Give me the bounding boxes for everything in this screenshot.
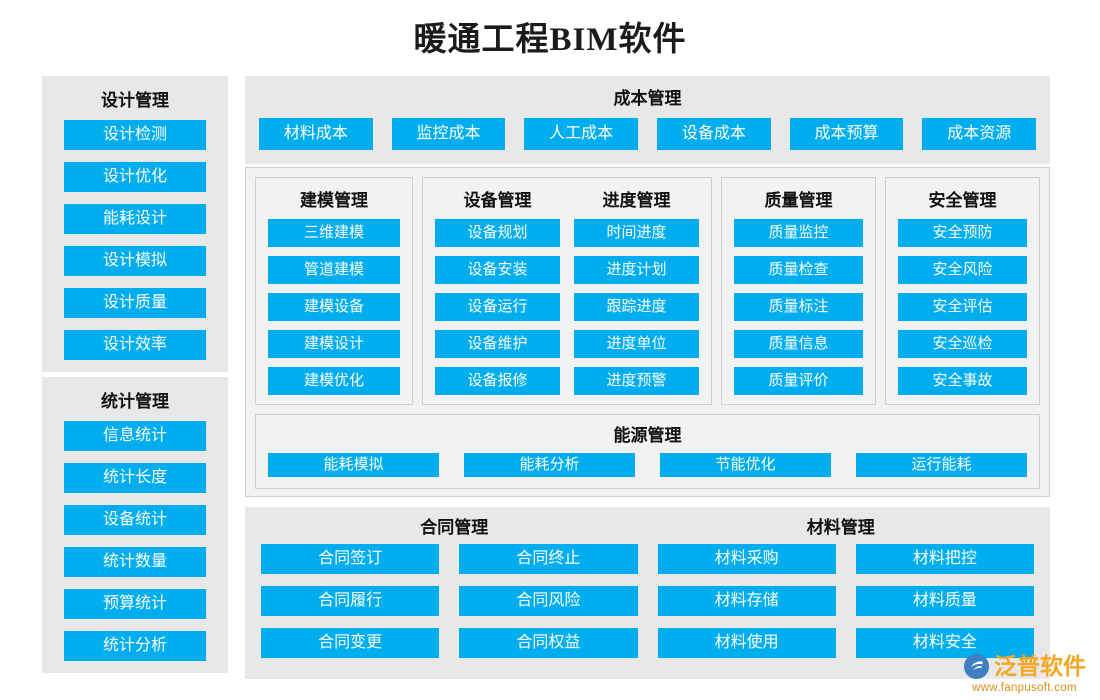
material-management-title: 材料管理 xyxy=(806,518,875,537)
watermark-url: www.fanpusoft.com xyxy=(972,681,1077,694)
sidebar-panel-design: 设计管理 设计检测 设计优化 能耗设计 设计模拟 设计质量 设计效率 xyxy=(42,76,228,372)
contract-item-contract-termination[interactable]: 合同终止 xyxy=(459,544,638,574)
quality-management-title: 质量管理 xyxy=(764,191,833,210)
cost-item-material-cost[interactable]: 材料成本 xyxy=(259,118,373,150)
cost-item-equipment-cost[interactable]: 设备成本 xyxy=(657,118,771,150)
sidebar-item-equipment-statistics[interactable]: 设备统计 xyxy=(64,505,206,535)
contract-item-contract-risk[interactable]: 合同风险 xyxy=(459,586,638,616)
equipment-schedule-columns: 设备管理 设备规划 设备安装 设备运行 设备维护 设备报修 进度管理 时间进度 … xyxy=(435,186,699,395)
sidebar-panel-statistics: 统计管理 信息统计 统计长度 设备统计 统计数量 预算统计 统计分析 xyxy=(42,377,228,673)
safety-management-title: 安全管理 xyxy=(928,191,997,210)
sidebar-panel-statistics-title: 统计管理 xyxy=(101,392,169,411)
material-item-material-control[interactable]: 材料把控 xyxy=(855,544,1034,574)
schedule-item-track-schedule[interactable]: 跟踪进度 xyxy=(574,293,699,321)
equipment-schedule-panel: 设备管理 设备规划 设备安装 设备运行 设备维护 设备报修 进度管理 时间进度 … xyxy=(422,177,712,405)
material-item-material-storage[interactable]: 材料存储 xyxy=(657,586,836,616)
equipment-item-equipment-operation[interactable]: 设备运行 xyxy=(435,293,560,321)
modeling-item-modeling-optimization[interactable]: 建模优化 xyxy=(268,367,400,395)
cost-management-title: 成本管理 xyxy=(613,89,682,108)
equipment-item-equipment-planning[interactable]: 设备规划 xyxy=(435,219,560,247)
safety-management-panel: 安全管理 安全预防 安全风险 安全评估 安全巡检 安全事故 xyxy=(885,177,1040,405)
quality-item-quality-monitoring[interactable]: 质量监控 xyxy=(734,219,863,247)
cost-management-panel: 成本管理 材料成本 监控成本 人工成本 设备成本 成本预算 成本资源 xyxy=(245,76,1050,164)
cost-item-monitoring-cost[interactable]: 监控成本 xyxy=(391,118,506,150)
energy-item-energy-simulation[interactable]: 能耗模拟 xyxy=(268,453,439,477)
equipment-item-equipment-install[interactable]: 设备安装 xyxy=(435,256,560,284)
modeling-item-modeling-design[interactable]: 建模设计 xyxy=(268,330,400,358)
schedule-management-column: 进度管理 时间进度 进度计划 跟踪进度 进度单位 进度预警 xyxy=(574,186,699,395)
cost-item-cost-budget[interactable]: 成本预算 xyxy=(789,118,904,150)
material-item-material-safety[interactable]: 材料安全 xyxy=(855,628,1034,658)
quality-management-panel: 质量管理 质量监控 质量检查 质量标注 质量信息 质量评价 xyxy=(721,177,876,405)
sidebar-item-budget-statistics[interactable]: 预算统计 xyxy=(64,589,206,619)
quality-item-quality-evaluation[interactable]: 质量评价 xyxy=(734,367,863,395)
page-title: 暖通工程BIM软件 xyxy=(413,22,687,58)
cost-item-cost-resource[interactable]: 成本资源 xyxy=(922,118,1037,150)
safety-item-safety-prevention[interactable]: 安全预防 xyxy=(898,219,1027,247)
contract-item-contract-signing[interactable]: 合同签订 xyxy=(261,544,440,574)
safety-item-safety-risk[interactable]: 安全风险 xyxy=(898,256,1027,284)
sidebar-item-statistics-analysis[interactable]: 统计分析 xyxy=(64,631,206,661)
equipment-management-title: 设备管理 xyxy=(463,191,532,210)
sidebar-item-energy-design[interactable]: 能耗设计 xyxy=(64,204,206,234)
cost-management-items: 材料成本 监控成本 人工成本 设备成本 成本预算 成本资源 xyxy=(259,118,1037,150)
schedule-item-time-schedule[interactable]: 时间进度 xyxy=(574,219,699,247)
sidebar-item-design-simulation[interactable]: 设计模拟 xyxy=(64,246,206,276)
middle-top-row: 建模管理 三维建模 管道建模 建模设备 建模设计 建模优化 设备管理 设备规划 … xyxy=(255,177,1040,405)
sidebar-item-quantity-statistics[interactable]: 统计数量 xyxy=(64,547,206,577)
energy-management-panel: 能源管理 能耗模拟 能耗分析 节能优化 运行能耗 xyxy=(255,414,1040,489)
schedule-management-title: 进度管理 xyxy=(602,191,671,210)
equipment-management-column: 设备管理 设备规划 设备安装 设备运行 设备维护 设备报修 xyxy=(435,186,560,395)
contract-item-contract-rights[interactable]: 合同权益 xyxy=(459,628,638,658)
modeling-item-pipe-modeling[interactable]: 管道建模 xyxy=(268,256,400,284)
sidebar-item-info-statistics[interactable]: 信息统计 xyxy=(64,421,206,451)
sidebar-item-design-quality[interactable]: 设计质量 xyxy=(64,288,206,318)
quality-item-quality-inspection[interactable]: 质量检查 xyxy=(734,256,863,284)
contract-item-contract-change[interactable]: 合同变更 xyxy=(261,628,440,658)
modeling-management-title: 建模管理 xyxy=(300,191,368,210)
quality-item-quality-annotation[interactable]: 质量标注 xyxy=(734,293,863,321)
contract-material-grid: 合同签订 合同终止 材料采购 材料把控 合同履行 合同风险 材料存储 材料质量 … xyxy=(261,544,1034,658)
cost-item-labor-cost[interactable]: 人工成本 xyxy=(524,118,639,150)
sidebar-item-design-optimization[interactable]: 设计优化 xyxy=(64,162,206,192)
schedule-item-schedule-unit[interactable]: 进度单位 xyxy=(574,330,699,358)
material-item-material-quality[interactable]: 材料质量 xyxy=(855,586,1034,616)
schedule-item-schedule-plan[interactable]: 进度计划 xyxy=(574,256,699,284)
modeling-item-modeling-equipment[interactable]: 建模设备 xyxy=(268,293,400,321)
safety-item-safety-patrol[interactable]: 安全巡检 xyxy=(898,330,1027,358)
middle-modules-container: 建模管理 三维建模 管道建模 建模设备 建模设计 建模优化 设备管理 设备规划 … xyxy=(245,167,1050,497)
modeling-management-panel: 建模管理 三维建模 管道建模 建模设备 建模设计 建模优化 xyxy=(255,177,413,405)
energy-management-items: 能耗模拟 能耗分析 节能优化 运行能耗 xyxy=(268,453,1027,486)
material-item-material-purchase[interactable]: 材料采购 xyxy=(657,544,836,574)
contract-management-title: 合同管理 xyxy=(420,518,489,537)
energy-item-operating-energy[interactable]: 运行能耗 xyxy=(856,453,1027,477)
energy-item-energy-analysis[interactable]: 能耗分析 xyxy=(464,453,635,477)
quality-item-quality-info[interactable]: 质量信息 xyxy=(734,330,863,358)
safety-item-safety-accident[interactable]: 安全事故 xyxy=(898,367,1027,395)
safety-item-safety-assessment[interactable]: 安全评估 xyxy=(898,293,1027,321)
equipment-item-equipment-repair[interactable]: 设备报修 xyxy=(435,367,560,395)
contract-material-panel: 合同管理 材料管理 合同签订 合同终止 材料采购 材料把控 合同履行 合同风险 … xyxy=(245,507,1050,679)
energy-management-title: 能源管理 xyxy=(613,426,682,445)
sidebar-item-design-detection[interactable]: 设计检测 xyxy=(64,120,206,150)
schedule-item-schedule-alert[interactable]: 进度预警 xyxy=(574,367,699,395)
energy-item-energy-saving-optimization[interactable]: 节能优化 xyxy=(660,453,831,477)
contract-item-contract-performance[interactable]: 合同履行 xyxy=(261,586,440,616)
modeling-item-3d-modeling[interactable]: 三维建模 xyxy=(268,219,400,247)
sidebar-item-design-efficiency[interactable]: 设计效率 xyxy=(64,330,206,360)
material-item-material-usage[interactable]: 材料使用 xyxy=(657,628,836,658)
sidebar-panel-design-title: 设计管理 xyxy=(101,91,169,110)
bottom-panel-titles: 合同管理 材料管理 xyxy=(261,513,1034,538)
equipment-item-equipment-maintenance[interactable]: 设备维护 xyxy=(435,330,560,358)
sidebar-item-length-statistics[interactable]: 统计长度 xyxy=(64,463,206,493)
